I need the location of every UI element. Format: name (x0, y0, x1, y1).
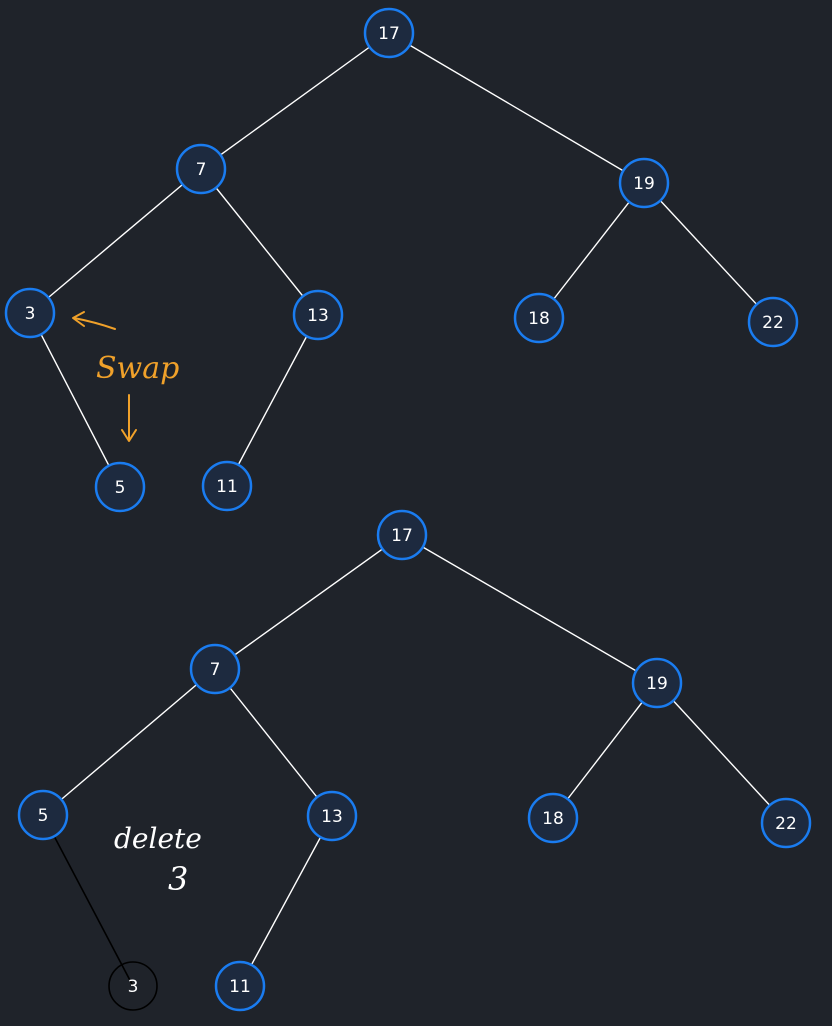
after-edge-19-18 (552, 682, 658, 819)
before-node-13: 13 (292, 289, 344, 341)
node-circle (747, 296, 799, 348)
before-edge-17-19 (388, 32, 645, 184)
after-edge-7-13 (214, 668, 333, 817)
delete-value: 3 (168, 860, 188, 898)
after-edge-19-22 (656, 682, 787, 824)
node-circle (214, 960, 266, 1012)
node-circle (94, 461, 146, 513)
swap-annotation: Swap (72, 311, 179, 442)
before-node-22: 22 (747, 296, 799, 348)
node-label: 17 (378, 24, 400, 44)
after-node-11: 11 (214, 960, 266, 1012)
node-label: 19 (646, 674, 668, 694)
before-node-19: 19 (618, 157, 670, 209)
before-edge-7-3 (29, 168, 202, 314)
node-circle (760, 797, 812, 849)
node-circle (527, 792, 579, 844)
node-circle (4, 287, 56, 339)
left-arrow-icon (72, 311, 116, 330)
node-label: 22 (762, 313, 784, 333)
edges-layer (29, 32, 787, 987)
after-node-7: 7 (189, 643, 241, 695)
node-label: 5 (38, 806, 49, 826)
after-node-13: 13 (306, 790, 358, 842)
swap-label: Swap (96, 351, 179, 386)
after-node-17: 17 (376, 509, 428, 561)
node-label: 7 (210, 660, 221, 680)
node-label: 13 (307, 306, 329, 326)
after-node-5: 5 (17, 789, 69, 841)
node-label: 18 (542, 809, 564, 829)
node-label: 3 (128, 977, 139, 997)
node-circle (363, 7, 415, 59)
node-circle (189, 643, 241, 695)
after-edge-17-19 (401, 534, 658, 684)
down-arrow-icon (121, 394, 137, 442)
node-label: 13 (321, 807, 343, 827)
after-node-18: 18 (527, 792, 579, 844)
node-circle (306, 790, 358, 842)
before-node-7: 7 (175, 143, 227, 195)
node-circle (292, 289, 344, 341)
after-edge-5-3 (42, 814, 134, 987)
node-circle (201, 460, 253, 512)
before-node-18: 18 (513, 292, 565, 344)
node-circle (513, 292, 565, 344)
before-node-17: 17 (363, 7, 415, 59)
delete-label: delete (114, 822, 202, 855)
node-circle (631, 657, 683, 709)
after-edge-17-7 (214, 534, 403, 670)
before-node-3: 3 (4, 287, 56, 339)
node-circle (376, 509, 428, 561)
after-edge-7-5 (42, 668, 216, 816)
after-edge-13-11 (239, 815, 333, 987)
before-edge-19-22 (643, 182, 774, 323)
node-label: 17 (391, 526, 413, 546)
before-edge-19-18 (538, 182, 645, 319)
node-label: 19 (633, 174, 655, 194)
node-label: 3 (25, 304, 36, 324)
node-label: 11 (216, 477, 238, 497)
node-label: 18 (528, 309, 550, 329)
node-label: 11 (229, 977, 251, 997)
node-label: 22 (775, 814, 797, 834)
after-node-22: 22 (760, 797, 812, 849)
node-label: 5 (115, 478, 126, 498)
before-node-5: 5 (94, 461, 146, 513)
node-label: 7 (196, 160, 207, 180)
before-node-11: 11 (201, 460, 253, 512)
before-edge-13-11 (226, 314, 319, 487)
node-circle (618, 157, 670, 209)
delete-annotation: delete 3 (114, 822, 202, 898)
node-circle (17, 789, 69, 841)
after-node-3: 3 (108, 961, 158, 1011)
after-node-19: 19 (631, 657, 683, 709)
before-edge-17-7 (200, 32, 390, 170)
nodes-layer: 17 7 19 3 13 18 22 5 11 17 7 19 5 13 18 22 3 11 (4, 7, 812, 1012)
node-circle (175, 143, 227, 195)
before-edge-7-13 (200, 168, 319, 316)
before-edge-3-5 (29, 312, 121, 488)
node-circle (108, 961, 158, 1011)
